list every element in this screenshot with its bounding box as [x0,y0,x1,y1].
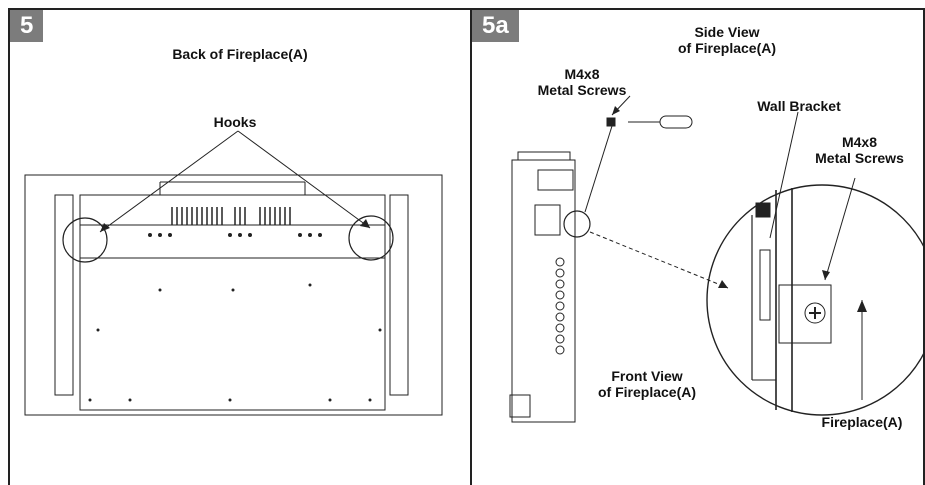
screws-right-label: M4x8 Metal Screws [815,134,904,166]
step-5a-panel: 5a Side View of Fireplace(A) M4x8 Metal … [470,8,925,485]
step-number-badge: 5 [10,10,44,42]
panel-title: Back of Fireplace(A) [172,46,308,62]
step-5-panel: 5 Back of Fireplace(A) Hooks [8,8,471,485]
side-view-label: Side View of Fireplace(A) [677,24,776,56]
wall-bracket-label: Wall Bracket [757,98,841,114]
fireplace-label: Fireplace(A) [821,414,903,430]
hooks-label: Hooks [213,114,257,130]
screws-top-label: M4x8 Metal Screws [537,66,627,98]
step-number-badge: 5a [472,10,519,42]
fireplace-back-drawing [24,130,443,416]
fireplace-side-drawing [509,95,925,423]
front-view-label: Front View of Fireplace(A) [597,368,696,400]
